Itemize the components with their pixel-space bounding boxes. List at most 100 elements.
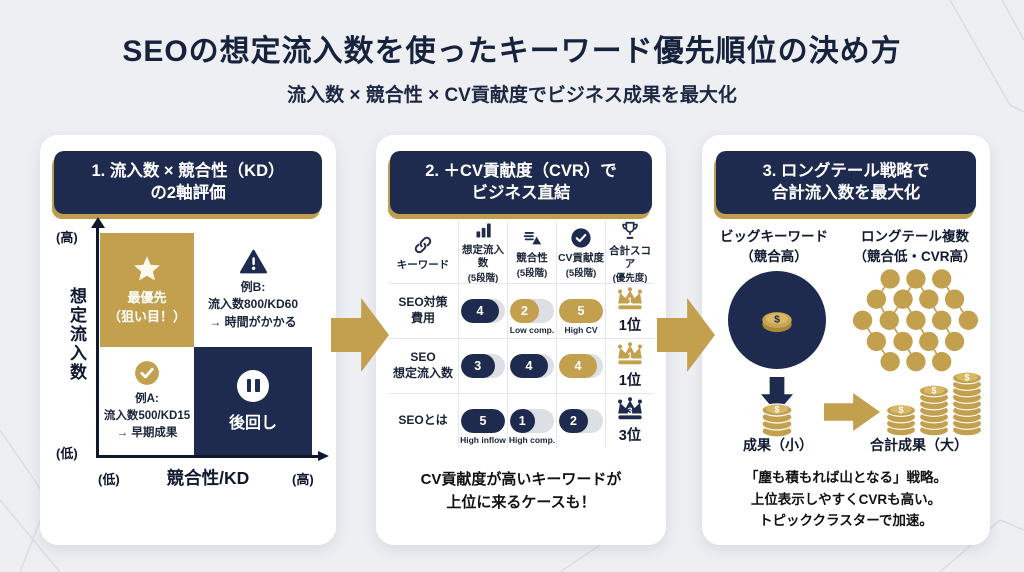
small-coin-stack-icon: $ [761, 403, 793, 438]
longtail-label: ロングテール複数 （競合低・CVR高） [853, 229, 977, 264]
example-a-line2: 流入数500/KD15 [103, 410, 191, 423]
crown-icon: 1 [614, 287, 646, 313]
score-note: High inflow [460, 435, 506, 445]
x-axis-high-label: (高) [292, 472, 314, 487]
step2-header-line1: 2. ＋CV貢献度（CVR）で [425, 162, 617, 180]
quadrant-top-priority-line2: （狙い目！） [107, 308, 186, 324]
column-header-keyword: キーワード [388, 221, 458, 283]
example-a-line1: 例A: [135, 393, 159, 406]
step2-footer: CV貢献度が高いキーワードが 上位に来るケースも！ [420, 471, 622, 511]
svg-text:$: $ [964, 373, 969, 383]
warning-icon [239, 249, 267, 274]
step1-header-line2: の2軸評価 [150, 184, 226, 203]
score-cell: 4 [557, 339, 605, 393]
page-subtitle: 流入数 × 競合性 × CV貢献度でビジネス成果を最大化 [287, 85, 737, 106]
score-table: キーワード 想定流入数 (5段階) 競合性 [388, 221, 654, 448]
step1-header-line1: 1. 流入数 × 競合性（KD） [91, 162, 285, 180]
big-keyword-circle: $ [728, 271, 826, 369]
quadrant-top-priority: 最優先 （狙い目！） [100, 233, 194, 347]
score-cell: 5 High CV [557, 284, 605, 338]
score-pill: 5 [461, 409, 505, 433]
y-axis-arrowhead [90, 217, 105, 228]
score-note: Low comp. [509, 325, 555, 335]
table-row-keyword: SEOとは [388, 394, 458, 448]
step3-footer: 「塵も積もれば山となる」戦略。 上位表示しやすくCVRも高い。 トピッククラスタ… [744, 470, 948, 529]
quadrant-example-b: 例B: 流入数800/KD60 → 時間がかかる [194, 233, 312, 347]
svg-text:$: $ [774, 405, 779, 415]
score-pill: 4 [461, 299, 505, 323]
rank-label: 3位 [618, 428, 642, 444]
table-row-keyword: SEO対策 費用 [388, 284, 458, 338]
example-a-line3: → 早期成果 [116, 426, 178, 439]
big-coin-stacks-icon: $ $ [885, 371, 983, 437]
rank-cell: 3 3位 [606, 394, 654, 448]
panel-step3: 3. ロングテール戦略で 合計流入数を最大化 ビッグキーワード （競合高） ロン… [702, 135, 990, 545]
score-pill: 4 [510, 354, 554, 378]
rank-label: 1位 [618, 373, 642, 389]
check-icon [135, 361, 159, 386]
svg-text:$: $ [898, 405, 903, 415]
rank-cell: 1 1位 [606, 339, 654, 393]
score-cell: 4 [508, 339, 556, 393]
quadrant-grid: 最優先 （狙い目！） 例B: 流入数800/KD60 → 時間がかかる [100, 233, 312, 455]
column-header-competition: 競合性 (5段階) [508, 221, 556, 283]
score-pill: 2 [510, 299, 554, 323]
column-header-cv: CV貢献度 (5段階) [557, 221, 605, 283]
y-axis-high-label: (高) [56, 230, 78, 245]
x-axis-title: 競合性/KD [166, 468, 250, 488]
score-pill: 4 [559, 354, 603, 378]
column-header-score: 合計スコア (優先度) [606, 220, 654, 284]
score-pill: 5 [559, 299, 603, 323]
trophy-icon [619, 220, 641, 242]
score-cell: 5 High inflow [459, 394, 507, 448]
page-title: SEOの想定流入数を使ったキーワード優先順位の決め方 [122, 35, 902, 68]
quadrant-top-priority-line1: 最優先 [127, 290, 167, 306]
svg-text:$: $ [931, 386, 936, 396]
competition-icon [521, 225, 543, 249]
example-b-line2: 流入数800/KD60 [207, 297, 299, 312]
quadrant-later-label: 後回し [228, 414, 277, 432]
step3-header-line2: 合計流入数を最大化 [771, 184, 921, 203]
step3-header-line1: 3. ロングテール戦略で [762, 162, 930, 180]
crown-icon: 3 [614, 397, 646, 423]
bar-chart-icon [473, 220, 494, 241]
step2-header: 2. ＋CV貢献度（CVR）で ビジネス直結 [390, 151, 652, 214]
panel-step1: 1. 流入数 × 競合性（KD） の2軸評価 (高) (低) 想定流入数 最優先… [40, 135, 336, 545]
quadrant-later: 後回し [194, 347, 312, 455]
longtail-cluster-icon [852, 269, 979, 372]
small-result-label: 成果（小） [743, 437, 813, 453]
big-keyword-label: ビッグキーワード （競合高） [720, 229, 828, 264]
y-axis-low-label: (低) [56, 446, 78, 461]
link-icon [412, 232, 434, 256]
quadrant-example-a: 例A: 流入数500/KD15 → 早期成果 [100, 347, 194, 455]
step1-header: 1. 流入数 × 競合性（KD） の2軸評価 [54, 151, 322, 214]
x-axis-low-label: (低) [98, 472, 120, 487]
step3-header: 3. ロングテール戦略で 合計流入数を最大化 [716, 151, 976, 214]
matrix-chart: (高) (低) 想定流入数 最優先 （狙い目！） [40, 217, 336, 521]
example-b-line3: → 時間がかかる [209, 314, 297, 329]
score-cell: 3 [459, 339, 507, 393]
step2-header-line2: ビジネス直結 [471, 184, 571, 203]
x-axis-line [96, 455, 320, 458]
star-icon [134, 256, 160, 281]
column-header-inflow: 想定流入数 (5段階) [459, 220, 507, 284]
check-circle-icon [570, 225, 592, 249]
score-cell: 1 High comp. [508, 394, 556, 448]
score-cell: 2 [557, 394, 605, 448]
score-note: High comp. [508, 435, 556, 445]
coin-icon: $ [762, 312, 792, 333]
score-cell: 2 Low comp. [508, 284, 556, 338]
y-axis-line [96, 227, 99, 457]
score-pill: 2 [559, 409, 603, 433]
result-arrow [824, 393, 880, 431]
pause-icon [237, 369, 269, 402]
svg-text:$: $ [774, 314, 780, 326]
big-result-label: 合計成果（大） [870, 437, 968, 453]
example-b-line1: 例B: [240, 279, 266, 294]
panel-step2: 2. ＋CV貢献度（CVR）で ビジネス直結 キーワード [376, 135, 666, 545]
score-cell: 4 [459, 284, 507, 338]
score-pill: 3 [461, 354, 505, 378]
rank-cell: 1 1位 [606, 284, 654, 338]
score-note: High CV [564, 325, 598, 335]
